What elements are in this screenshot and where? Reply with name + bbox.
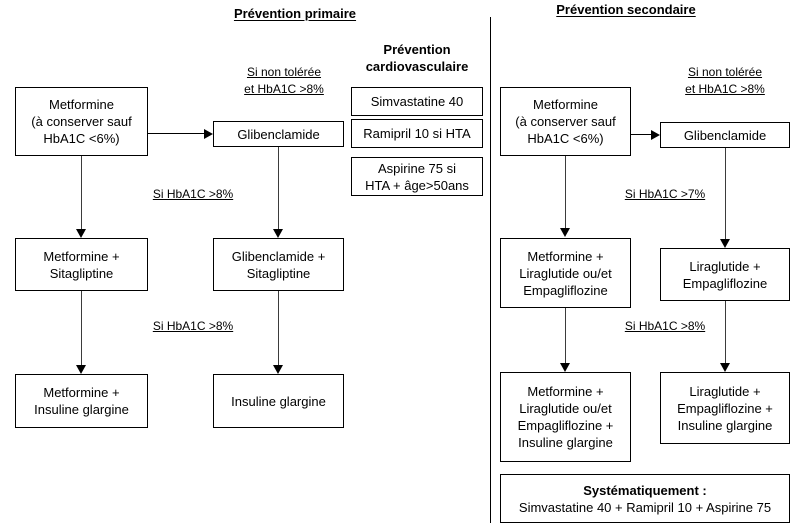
condition-secondary-right-2: Si HbA1C >8% [600,318,730,335]
connector-secondary-metformine-to-glibenclamide [631,134,653,135]
box-cardio-simvastatine: Simvastatine 40 [351,87,483,116]
connector-secondary-met-lira-empa-down [565,308,566,364]
condition-primary-non-toleree-line2: et HbA1C >8% [244,82,324,96]
secondary-met-lira-empa-ins-line2: Liraglutide ou/et [519,401,612,416]
primary-glibenclamide-label: Glibenclamide [237,126,320,142]
primary-insuline-label: Insuline glargine [231,393,326,409]
condition-primary-left-1-label: Si HbA1C >8% [152,187,234,201]
arrowhead-primary-metformine-to-glibenclamide [204,128,213,139]
primary-metformine-line3: HbA1C <6%) [43,131,120,146]
cardio-ramipril-label: Ramipril 10 si HTA [363,126,471,141]
connector-primary-gliben-sita-down [278,291,279,366]
box-primary-metformine-sitagliptine: Metformine + Sitagliptine [15,238,148,291]
condition-primary-left-1: Si HbA1C >8% [128,186,258,203]
primary-met-ins-line2: Insuline glargine [34,402,129,417]
systematiquement-title: Systématiquement : [583,482,707,498]
arrowhead-secondary-glibenclamide-down [720,239,730,248]
secondary-lira-empa-ins-line2: Empagliflozine + [677,400,773,416]
cardio-header-line2: cardiovasculaire [365,59,469,74]
arrowhead-primary-glibenclamide-down [273,229,283,238]
header-prevention-primaire: Prévention primaire [233,6,357,21]
box-secondary-lira-empa: Liraglutide + Empagliflozine [660,248,790,301]
header-prevention-cardiovasculaire: Prévention cardiovasculaire [351,41,483,75]
condition-secondary-non-toleree-line2: et HbA1C >8% [685,82,765,96]
secondary-metformine-line2: (à conserver sauf [515,114,616,129]
box-secondary-lira-empa-insuline: Liraglutide + Empagliflozine + Insuline … [660,372,790,444]
box-primary-insuline-glargine: Insuline glargine [213,374,344,428]
secondary-metformine-line3: HbA1C <6%) [527,131,604,146]
secondary-lira-empa-ins-line3: Insuline glargine [677,417,773,433]
header-prevention-secondaire: Prévention secondaire [556,2,696,17]
connector-secondary-glibenclamide-down [725,148,726,240]
condition-primary-non-toleree-line1: Si non tolérée [246,65,322,79]
arrowhead-primary-gliben-sita-down [273,365,283,374]
condition-primary-non-toleree: Si non tolérée et HbA1C >8% [218,64,350,98]
box-systematiquement: Systématiquement : Simvastatine 40 + Ram… [500,474,790,523]
arrowhead-secondary-metformine-to-glibenclamide [651,129,660,140]
secondary-lira-empa-line1: Liraglutide + [689,258,761,274]
connector-primary-met-sita-down [81,291,82,366]
secondary-met-lira-empa-ins-line3: Empagliflozine + [517,418,614,433]
condition-primary-left-2-label: Si HbA1C >8% [152,319,234,333]
secondary-met-lira-empa-line2: Liraglutide ou/et [519,265,612,281]
box-secondary-metformine: Metformine (à conserver sauf HbA1C <6%) [500,87,631,156]
connector-primary-glibenclamide-down [278,147,279,230]
secondary-glibenclamide-label: Glibenclamide [683,127,767,143]
cardio-aspirine-line2: HTA + âge>50ans [365,177,469,193]
primary-gliben-sita-line2: Sitagliptine [246,265,311,281]
secondary-lira-empa-ins-line1: Liraglutide + [689,383,761,399]
primary-metformine-line2: (à conserver sauf [31,114,132,129]
arrowhead-primary-met-sita-down [76,365,86,374]
arrowhead-primary-metformine-down [76,229,86,238]
secondary-met-lira-empa-line1: Metformine + [527,248,604,264]
connector-primary-metformine-down [81,156,82,230]
secondary-met-lira-empa-ins-line1: Metformine + [527,384,604,399]
systematiquement-detail: Simvastatine 40 + Ramipril 10 + Aspirine… [518,499,772,515]
secondary-met-lira-empa-line3: Empagliflozine [523,282,608,298]
box-primary-metformine-insuline: Metformine + Insuline glargine [15,374,148,428]
box-secondary-met-lira-empa-insuline: Metformine + Liraglutide ou/et Empaglifl… [500,372,631,462]
box-cardio-aspirine: Aspirine 75 si HTA + âge>50ans [351,157,483,196]
arrowhead-secondary-metformine-down [560,228,570,237]
condition-secondary-right-2-label: Si HbA1C >8% [624,319,706,333]
box-primary-metformine: Metformine (à conserver sauf HbA1C <6%) [15,87,148,156]
box-primary-glibenclamide-sitagliptine: Glibenclamide + Sitagliptine [213,238,344,291]
primary-gliben-sita-line1: Glibenclamide + [231,248,326,264]
condition-secondary-non-toleree: Si non tolérée et HbA1C >8% [659,64,791,98]
section-divider [490,17,491,523]
box-cardio-ramipril: Ramipril 10 si HTA [351,119,483,148]
condition-secondary-right-1-label: Si HbA1C >7% [624,187,706,201]
secondary-metformine-line1: Metformine [532,97,599,112]
condition-primary-left-2: Si HbA1C >8% [128,318,258,335]
cardio-header-line1: Prévention [383,42,451,57]
box-secondary-met-lira-empa: Metformine + Liraglutide ou/et Empaglifl… [500,238,631,308]
arrowhead-secondary-lira-empa-down [720,363,730,372]
secondary-met-lira-empa-ins-line4: Insuline glargine [518,435,613,450]
condition-secondary-non-toleree-line1: Si non tolérée [687,65,763,79]
connector-secondary-lira-empa-down [725,301,726,364]
box-primary-glibenclamide: Glibenclamide [213,121,344,147]
primary-met-sita-line1: Metformine + [43,248,120,264]
box-secondary-glibenclamide: Glibenclamide [660,122,790,148]
cardio-simvastatine-label: Simvastatine 40 [370,94,464,109]
primary-metformine-line1: Metformine [48,97,115,112]
secondary-lira-empa-line2: Empagliflozine [682,275,768,291]
primary-met-ins-line1: Metformine + [43,385,120,400]
arrowhead-secondary-met-lira-empa-down [560,363,570,372]
connector-secondary-metformine-down [565,156,566,229]
cardio-aspirine-line1: Aspirine 75 si [377,160,457,176]
condition-secondary-right-1: Si HbA1C >7% [600,186,730,203]
connector-primary-metformine-to-glibenclamide [148,133,205,134]
primary-met-sita-line2: Sitagliptine [49,265,114,281]
